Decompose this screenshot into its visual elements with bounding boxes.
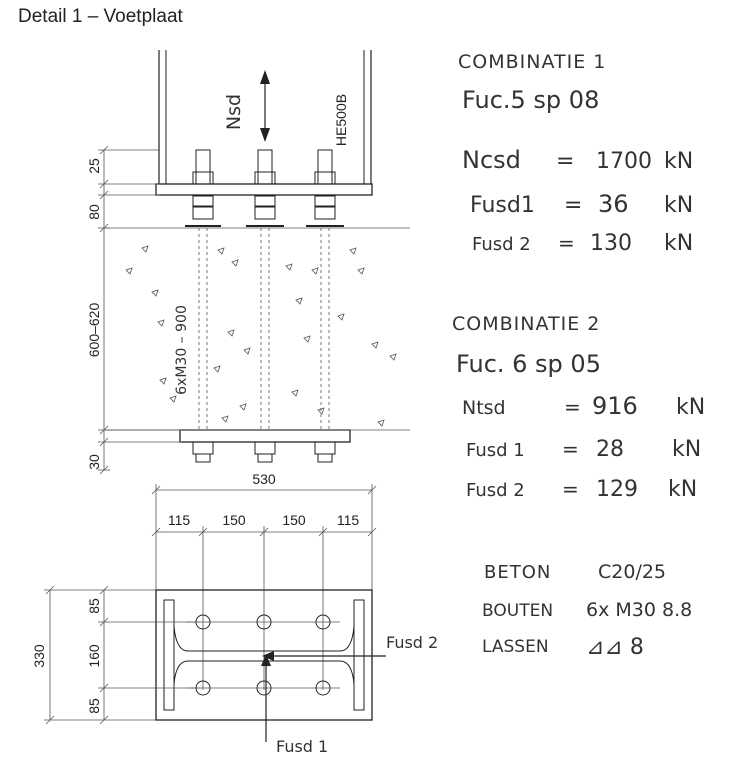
combination2-row-unit: kN xyxy=(668,477,697,502)
combination1-row-unit: kN xyxy=(664,149,693,174)
combination2-row-eq: = xyxy=(562,477,579,501)
force-arrow-fusd2 xyxy=(262,651,386,661)
force-label-fusd1: Fusd 1 xyxy=(276,737,328,756)
combination2-heading: COMBINATIE 2 xyxy=(452,313,600,335)
column-he500b xyxy=(158,50,372,184)
material-value: 6x M30 8.8 xyxy=(586,599,692,621)
concrete-hatch xyxy=(125,245,397,427)
combination1-notes: COMBINATIE 1 Fuc.5 sp 08 Ncsd = 1700 kN … xyxy=(458,51,693,256)
combination1-row-eq: = xyxy=(558,231,575,255)
page-title: Detail 1 – Voetplaat xyxy=(18,6,183,27)
plan-dim-530: 530 xyxy=(252,471,276,487)
plan-dim-160: 160 xyxy=(86,644,102,668)
combination1-row-value: 36 xyxy=(598,190,629,218)
elevation-dim-80: 80 xyxy=(86,204,102,220)
profile-label: HE500B xyxy=(333,94,349,146)
combination1-row-name: Fusd 2 xyxy=(472,234,531,255)
combination2-row-eq: = xyxy=(562,437,579,461)
plan-dim-85-bottom: 85 xyxy=(86,698,102,714)
combination1-row-name: Ncsd xyxy=(462,146,521,174)
plan-width-dimension xyxy=(151,484,377,590)
base-plate xyxy=(155,183,373,196)
elevation-dim-30: 30 xyxy=(86,454,102,470)
plan-dim-115-left: 115 xyxy=(168,512,191,528)
combination2-row-eq: = xyxy=(564,395,581,419)
load-label: Nsd xyxy=(223,94,245,130)
combination2-row-unit: kN xyxy=(676,395,705,420)
plan-height-dimension xyxy=(44,585,200,725)
material-name: BETON xyxy=(484,562,551,583)
anchor-plate xyxy=(179,429,351,443)
force-arrow-fusd1 xyxy=(261,654,271,742)
material-notes: BETON C20/25 BOUTEN 6x M30 8.8 LASSEN ⊿⊿… xyxy=(482,561,692,660)
combination2-subheading: Fuc. 6 sp 05 xyxy=(456,350,601,378)
plan-dim-330: 330 xyxy=(31,644,47,668)
combination1-row-value: 130 xyxy=(590,231,632,256)
combination2-row-name: Fusd 1 xyxy=(466,440,525,461)
combination1-row-name: Fusd1 xyxy=(470,193,535,218)
material-name: LASSEN xyxy=(482,637,549,657)
anchor-label: 6xM30 – 900 xyxy=(174,305,190,395)
combination1-row-unit: kN xyxy=(664,231,693,256)
plan-base-plate xyxy=(155,589,373,721)
plan-dim-85-top: 85 xyxy=(86,598,102,614)
plan-dim-115-right: 115 xyxy=(337,512,360,528)
combination1-row-eq: = xyxy=(564,193,582,218)
combination2-notes: COMBINATIE 2 Fuc. 6 sp 05 Ntsd = 916 kN … xyxy=(452,313,705,502)
anchor-bolts xyxy=(185,149,344,463)
material-value: ⊿⊿ 8 xyxy=(586,635,644,660)
elevation-dim-25: 25 xyxy=(86,158,102,174)
combination1-row-eq: = xyxy=(556,149,574,174)
combination2-row-value: 916 xyxy=(592,392,638,420)
elevation-dimension-line xyxy=(98,145,182,475)
combination2-row-value: 129 xyxy=(596,477,638,502)
combination2-row-name: Fusd 2 xyxy=(466,480,525,501)
combination2-row-value: 28 xyxy=(596,437,624,462)
combination1-row-value: 1700 xyxy=(596,149,652,174)
material-value: C20/25 xyxy=(598,561,666,583)
plan-bolt-holes xyxy=(186,614,340,696)
elevation-dim-600-620: 600–620 xyxy=(86,303,102,358)
load-arrow-nsd xyxy=(260,70,270,142)
material-name: BOUTEN xyxy=(482,601,553,621)
combination1-subheading: Fuc.5 sp 08 xyxy=(462,86,599,114)
plan-dim-150-left: 150 xyxy=(222,512,246,528)
combination1-heading: COMBINATIE 1 xyxy=(458,51,606,73)
combination2-row-name: Ntsd xyxy=(462,397,506,419)
plan-dim-150-right: 150 xyxy=(282,512,306,528)
combination2-row-unit: kN xyxy=(672,437,701,462)
combination1-row-unit: kN xyxy=(664,193,693,218)
force-label-fusd2: Fusd 2 xyxy=(386,633,438,652)
